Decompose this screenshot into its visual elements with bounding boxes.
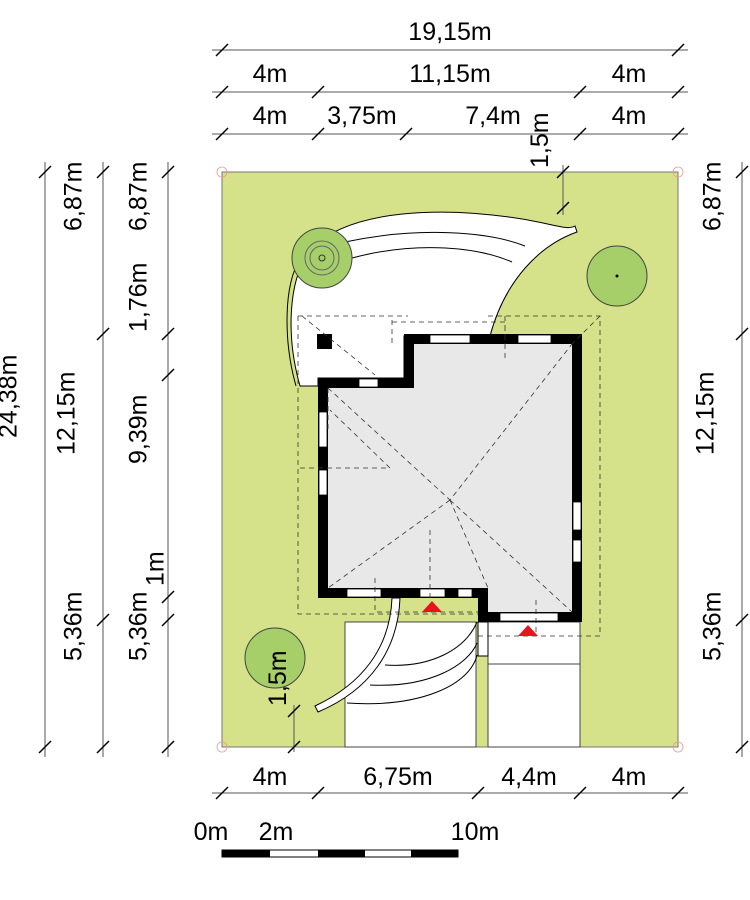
tree xyxy=(586,245,648,307)
path-width-label: 1,5m xyxy=(264,650,292,706)
dim-label: 4m xyxy=(612,60,647,88)
dim-overall-width: 19,15m xyxy=(408,18,491,46)
dim-label: 6,75m xyxy=(363,763,432,791)
dim-label: 5,36m xyxy=(698,592,726,661)
entrance-marker xyxy=(518,625,538,636)
entrance-marker xyxy=(422,601,442,612)
corner-marker xyxy=(216,166,228,178)
dim-label: 6,87m xyxy=(698,162,726,231)
dim-label: 5,36m xyxy=(124,592,152,661)
path-width-dimensions: 1,5m 1,5m xyxy=(264,112,570,754)
walkway-step xyxy=(369,642,478,686)
driveway xyxy=(487,621,581,748)
top-dimensions: 19,15m 4m 11,15m 4m 4m 3,75m 7,4m 4m xyxy=(212,18,688,141)
scale-label: 10m xyxy=(451,818,500,846)
scale-label: 0m xyxy=(194,818,229,846)
walkway-step xyxy=(346,654,478,705)
house-walls xyxy=(318,334,582,622)
dim-label: 3,75m xyxy=(327,102,396,130)
dim-overall-depth: 24,38m xyxy=(0,355,22,438)
left-dimensions: 24,38m 6,87m 12,15m 5,36m 6,87m 1,76m 9,… xyxy=(0,162,175,757)
dim-label: 4,4m xyxy=(501,763,557,791)
dim-label: 7,4m xyxy=(465,102,521,130)
dim-label: 1m xyxy=(142,551,170,586)
dim-label: 4m xyxy=(612,763,647,791)
scale-bar: 0m 2m 10m xyxy=(194,818,500,858)
path-width-label: 1,5m xyxy=(526,112,554,168)
dim-label: 9,39m xyxy=(124,395,152,464)
roof-lines xyxy=(297,315,601,637)
chimney xyxy=(317,334,332,349)
bottom-dimensions: 4m 6,75m 4,4m 4m xyxy=(212,763,688,800)
corner-marker xyxy=(672,741,684,753)
terrace-step xyxy=(344,231,526,247)
tree xyxy=(291,227,353,289)
dim-label: 1,76m xyxy=(124,263,152,332)
house-floor xyxy=(328,344,572,612)
scale-label: 2m xyxy=(259,818,294,846)
dim-label: 4m xyxy=(612,102,647,130)
dim-label: 6,87m xyxy=(124,162,152,231)
corner-marker xyxy=(216,741,228,753)
garage-post xyxy=(477,621,489,657)
dim-label: 4m xyxy=(253,763,288,791)
dim-label: 11,15m xyxy=(409,60,491,88)
walkway-step xyxy=(384,621,478,666)
walkway-curve xyxy=(314,597,401,713)
dim-label: 5,36m xyxy=(59,592,87,661)
terrace-step xyxy=(351,247,513,263)
dim-label: 12,15m xyxy=(52,372,80,455)
walkway xyxy=(344,621,477,748)
windows xyxy=(318,334,582,622)
right-dimensions: 6,87m 12,15m 5,36m xyxy=(691,162,749,757)
dim-label: 4m xyxy=(253,60,288,88)
tree xyxy=(244,627,306,689)
dim-label: 6,87m xyxy=(59,162,87,231)
dim-label: 12,15m xyxy=(691,372,719,455)
dim-label: 4m xyxy=(253,102,288,130)
corner-marker xyxy=(672,166,684,178)
